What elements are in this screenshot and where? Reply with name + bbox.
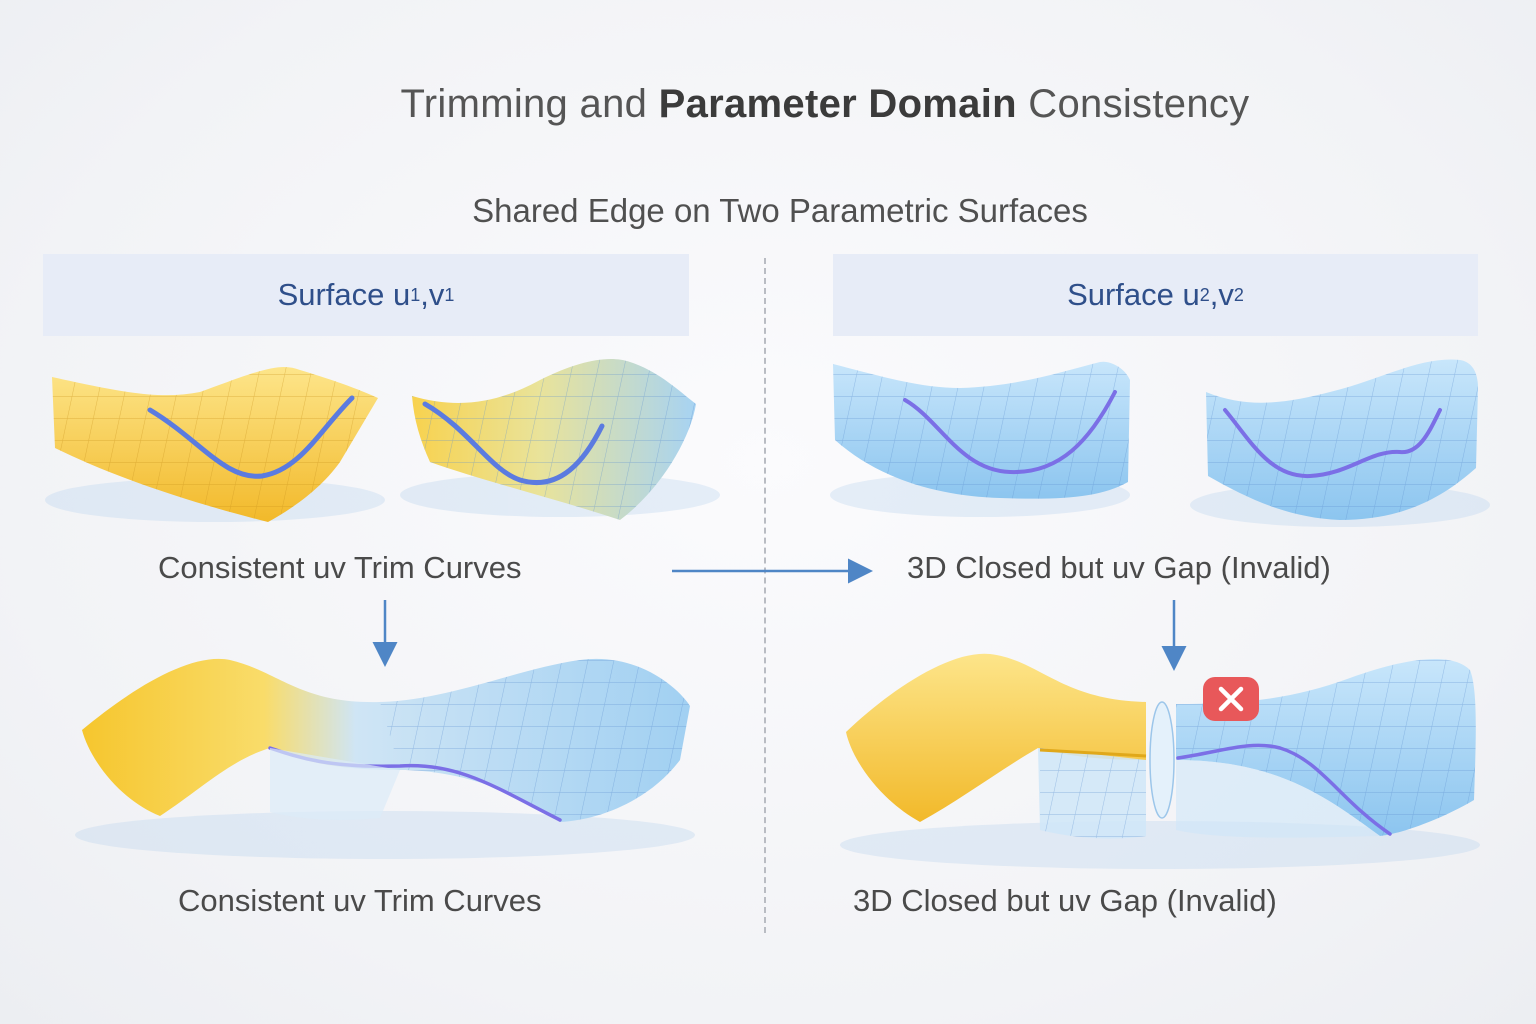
joined-surface-consistent (82, 659, 690, 822)
uv-gap (1150, 702, 1174, 818)
left-bottom-caption: Consistent uv Trim Curves (178, 883, 542, 919)
joined-surface-gap (846, 654, 1476, 839)
right-bottom-caption: 3D Closed but uv Gap (Invalid) (853, 883, 1277, 919)
error-x-icon (1203, 677, 1259, 721)
blue-surface-patch-2 (1206, 360, 1478, 520)
right-top-caption: 3D Closed but uv Gap (Invalid) (907, 550, 1331, 586)
blue-surface-patch-1 (833, 362, 1130, 499)
left-top-caption: Consistent uv Trim Curves (158, 550, 522, 586)
